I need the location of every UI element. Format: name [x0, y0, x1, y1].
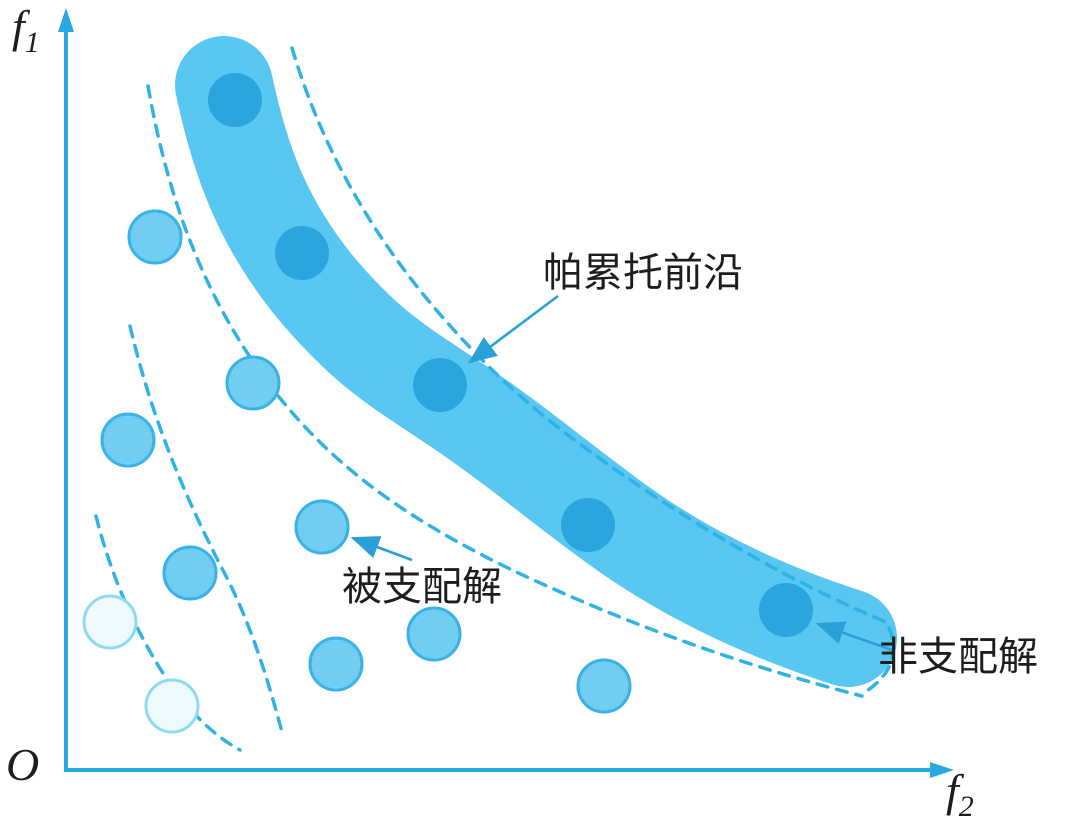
non-dominated-dot	[561, 498, 615, 552]
x-axis-arrow-icon	[930, 762, 954, 778]
y-axis-label: f1	[12, 1, 40, 59]
dominated-dot	[576, 658, 632, 714]
non-dominated-dot	[413, 358, 467, 412]
dominated-dot	[406, 606, 462, 662]
x-axis-label-sub: 2	[959, 790, 974, 823]
dominated-label: 被支配解	[342, 565, 502, 609]
x-axis-label: f2	[946, 765, 974, 823]
annotations: 帕累托前沿 被支配解 非支配解	[342, 251, 1038, 679]
inner-dashed-front-2	[94, 514, 242, 752]
non-dominated-dot	[759, 583, 813, 637]
dominated-arrow-icon	[350, 536, 413, 562]
dominated-dot	[308, 636, 364, 692]
dots-layer	[82, 73, 813, 734]
light-dot	[82, 594, 138, 650]
band-right-dashed-outline	[290, 46, 896, 696]
non-dominated-dot	[275, 226, 329, 280]
dominated-dot	[225, 355, 281, 411]
pareto-band	[175, 36, 897, 687]
axes	[58, 8, 954, 778]
pareto-front-arrow-icon	[467, 294, 559, 364]
y-axis-label-sub: 1	[25, 26, 40, 59]
non-dominated-arrow-icon	[815, 621, 893, 652]
dominated-dot	[127, 209, 183, 265]
dominated-dot	[100, 412, 156, 468]
non-dominated-label: 非支配解	[878, 635, 1038, 679]
non-dominated-dot	[208, 73, 262, 127]
pareto-front-label: 帕累托前沿	[543, 251, 743, 295]
light-dot	[144, 678, 200, 734]
band-left-dashed-outline	[146, 84, 864, 698]
origin-label: O	[6, 739, 39, 790]
y-axis-arrow-icon	[58, 8, 74, 32]
dominated-dot	[294, 499, 350, 555]
dominated-dot	[162, 545, 218, 601]
